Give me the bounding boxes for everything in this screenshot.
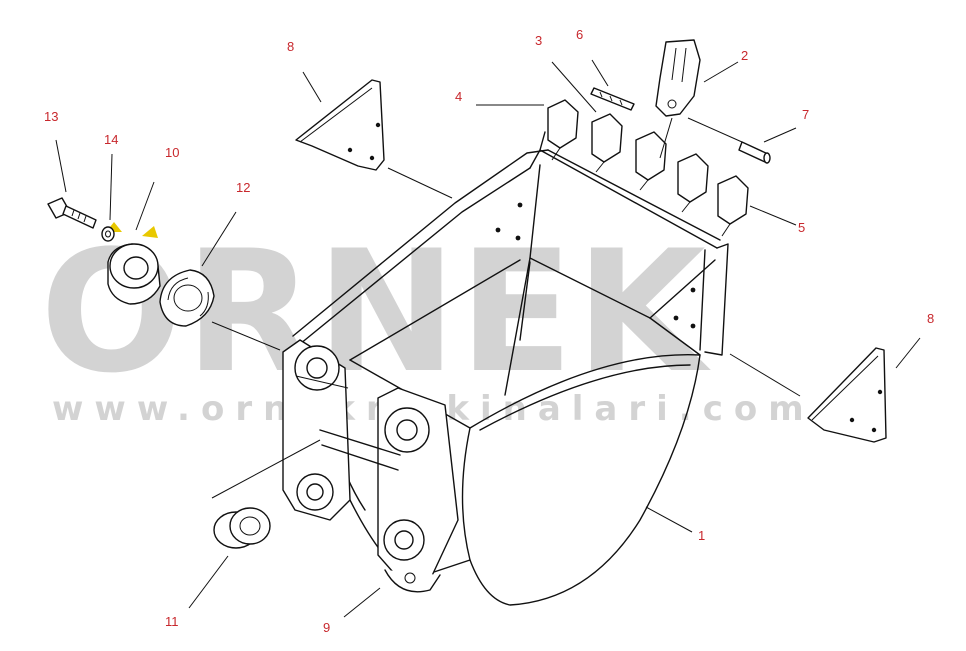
callout-11: 11 (165, 614, 179, 629)
watermark: ORNEK www.ornekmakinalari.com.tr (40, 214, 894, 429)
callout-6: 6 (576, 27, 583, 42)
washer-14 (101, 222, 122, 242)
pin-7 (738, 141, 771, 164)
callout-1: 1 (698, 528, 705, 543)
callout-3: 3 (535, 33, 542, 48)
spacer-10 (107, 226, 161, 305)
callout-2: 2 (741, 48, 748, 63)
shim-12 (159, 269, 215, 327)
bushing-11 (213, 507, 271, 549)
callout-10: 10 (165, 145, 179, 160)
callout-4: 4 (455, 89, 462, 104)
bucket-body (292, 131, 729, 606)
callout-13: 13 (44, 109, 58, 124)
pin-6 (590, 87, 635, 111)
watermark-url: www.ornekmakinalari.com.tr (52, 389, 894, 429)
side-cutter-2 (655, 39, 701, 117)
hinge-bracket (282, 339, 459, 593)
assembly-lines (211, 117, 801, 499)
side-plate-8-left (295, 79, 385, 171)
callout-8-left: 8 (287, 39, 294, 54)
callout-5: 5 (798, 220, 805, 235)
callout-7: 7 (802, 107, 809, 122)
leader-lines (55, 59, 921, 618)
side-plate-8-right (807, 347, 887, 443)
watermark-brand: ORNEK (40, 214, 712, 410)
bucket-teeth (547, 99, 749, 241)
callout-12: 12 (236, 180, 250, 195)
callout-9: 9 (323, 620, 330, 635)
callout-labels: 1 2 3 4 5 6 7 8 8 9 10 11 12 13 14 (44, 27, 934, 635)
callout-8-right: 8 (927, 311, 934, 326)
callout-14: 14 (104, 132, 118, 147)
bolt-13 (47, 197, 97, 229)
